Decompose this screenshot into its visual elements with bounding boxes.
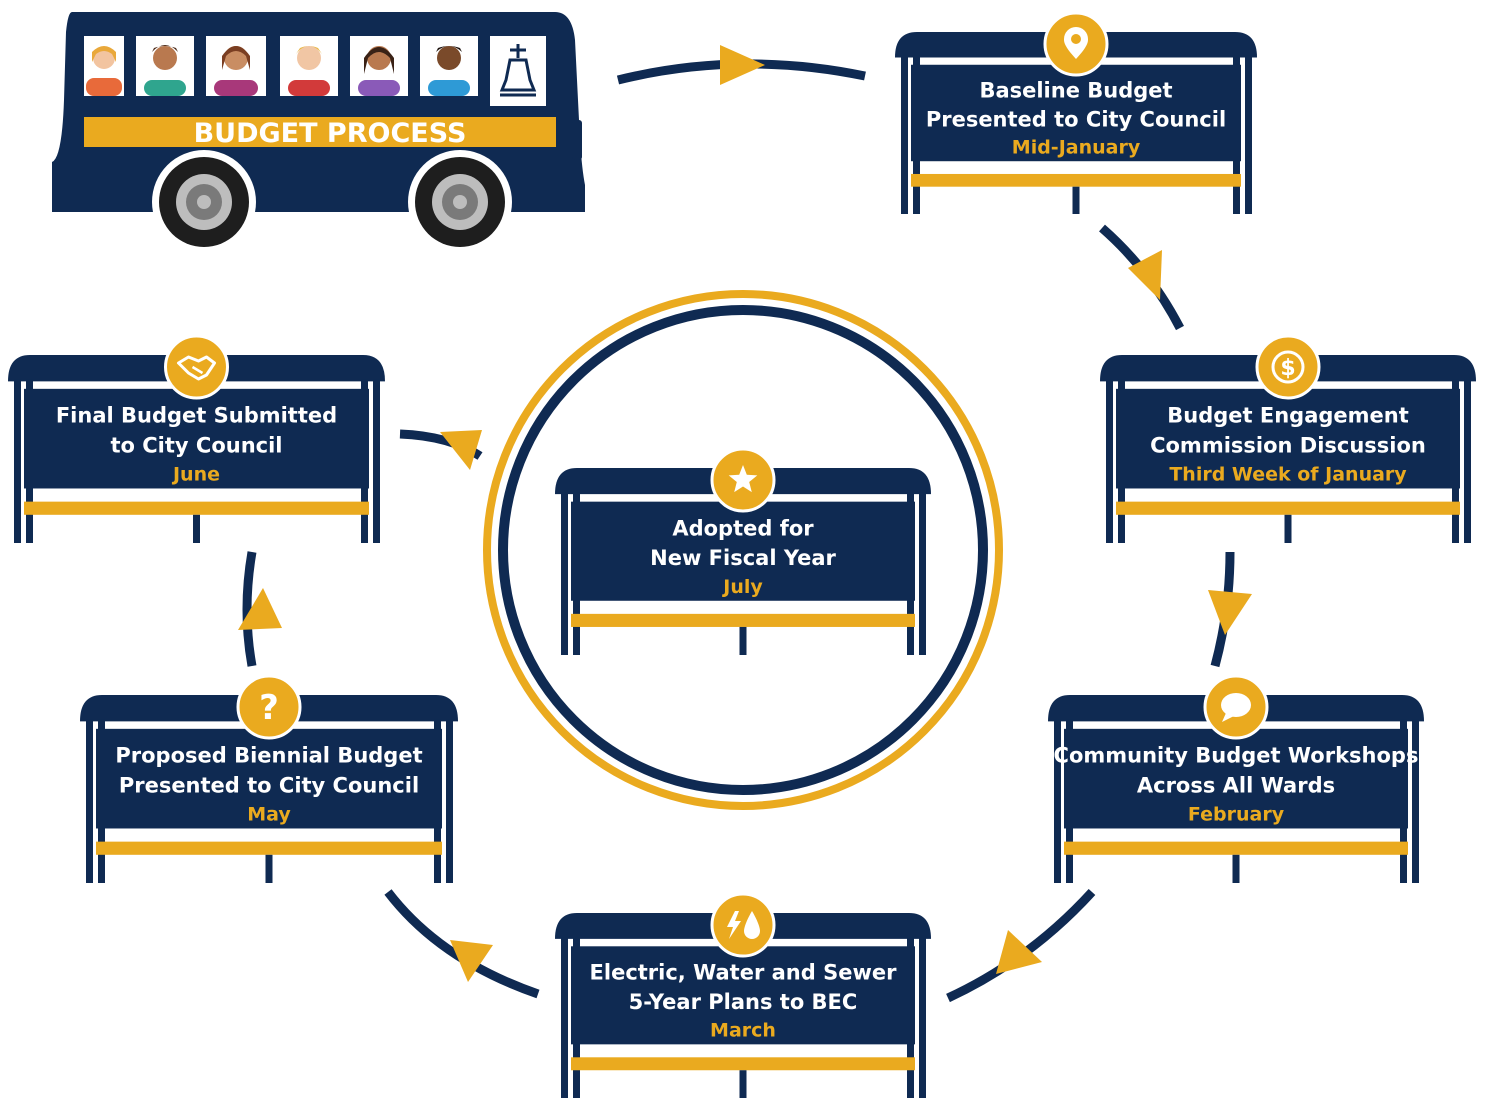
station-title-line2: Commission Discussion [1150, 434, 1426, 458]
station-panel [1064, 728, 1408, 829]
station-panel [571, 946, 915, 1045]
station-post [1412, 719, 1419, 883]
station-icon-badge [1255, 334, 1321, 400]
station-date: March [710, 1020, 776, 1042]
arrow-2 [1128, 250, 1162, 300]
station-bench [911, 173, 1241, 187]
station-final: Final Budget Submitted to City CouncilJun… [8, 334, 385, 543]
station-title-line1: Budget Engagement [1167, 404, 1409, 428]
station-post [919, 492, 926, 655]
dollar-icon: $ [1271, 350, 1305, 384]
chat-bubble-icon [1221, 693, 1251, 722]
arrow-7 [440, 430, 482, 470]
arrow-6 [238, 588, 282, 630]
station-bench-leg [1284, 514, 1292, 543]
station-post [561, 937, 568, 1098]
station-title-line2: 5-Year Plans to BEC [629, 990, 858, 1014]
station-title-line1: Electric, Water and Sewer [590, 961, 898, 985]
station-bench [1116, 501, 1460, 515]
station-bench [24, 501, 369, 515]
station-post [901, 55, 908, 214]
station-bench [571, 1057, 915, 1071]
station-date: February [1188, 804, 1285, 826]
bus: BUDGET PROCESS [52, 12, 585, 254]
bus-wheel-rear [408, 150, 512, 254]
handshake-icon [177, 355, 216, 381]
lightning-water-icon [727, 911, 760, 939]
station-panel [24, 388, 369, 489]
bus-windows [84, 36, 546, 106]
center-ring-outer [483, 290, 1003, 810]
svg-text:$: $ [1280, 356, 1295, 381]
station-title-line2: to City Council [110, 434, 282, 458]
station-bench-leg [739, 626, 747, 655]
station-post [1464, 379, 1471, 543]
station-title-line1: Final Budget Submitted [56, 404, 337, 428]
station-title-line2: Presented to City Council [119, 774, 419, 798]
station-title-line2: New Fiscal Year [650, 546, 836, 570]
station-bench [571, 613, 915, 627]
station-bench [1064, 841, 1408, 855]
station-title-line2: Presented to City Council [926, 107, 1226, 131]
station-post [446, 719, 453, 883]
flow-arrows [238, 45, 1252, 982]
station-post [1106, 379, 1113, 543]
station-date: Mid-January [1012, 137, 1141, 159]
station-title-line1: Community Budget Workshops [1054, 744, 1419, 768]
bus-wheel-front [152, 150, 256, 254]
station-bench-leg [739, 1070, 747, 1098]
station-post [1245, 55, 1252, 214]
question-icon: ? [259, 688, 279, 728]
station-utilities: Electric, Water and Sewer 5-Year Plans to… [555, 892, 931, 1098]
station-bench-leg [1072, 186, 1080, 214]
arrow-3 [1208, 590, 1252, 635]
arrow-5 [450, 940, 493, 982]
center-ring-inner [498, 305, 988, 795]
station-panel [911, 64, 1241, 162]
station-panel [571, 501, 915, 601]
station-post [86, 719, 93, 883]
station-post [1054, 719, 1061, 883]
station-icon-badge [236, 674, 302, 740]
station-post [373, 379, 380, 543]
station-date: July [721, 576, 763, 598]
map-pin-icon [1064, 27, 1088, 59]
station-post [14, 379, 21, 543]
station-date: June [171, 464, 220, 486]
station-title-line1: Adopted for [672, 516, 814, 540]
station-post [919, 937, 926, 1098]
station-bench [96, 841, 442, 855]
station-icon-badge [164, 334, 229, 400]
station-title-line2: Across All Wards [1137, 774, 1335, 798]
station-title-line1: Proposed Biennial Budget [115, 744, 422, 768]
star-icon [728, 465, 758, 493]
station-bench-leg [1232, 854, 1240, 883]
arrow-4 [996, 930, 1042, 974]
svg-text:?: ? [259, 688, 279, 728]
station-post [561, 492, 568, 655]
bus-label: BUDGET PROCESS [194, 118, 467, 149]
station-panel [1116, 388, 1460, 489]
arrow-1 [720, 45, 765, 85]
station-bench-leg [193, 514, 200, 543]
liberty-bell-icon [499, 44, 537, 97]
station-icon-badge [710, 892, 776, 958]
station-title-line1: Baseline Budget [979, 79, 1172, 103]
station-bench-leg [265, 854, 273, 883]
station-date: Third Week of January [1169, 464, 1407, 486]
station-panel [96, 728, 442, 829]
station-date: May [247, 804, 291, 826]
